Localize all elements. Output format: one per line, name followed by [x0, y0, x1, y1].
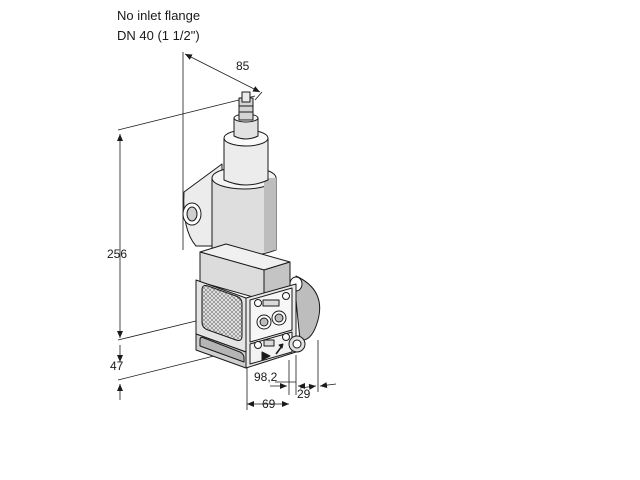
- dim-256: 256: [107, 247, 127, 261]
- dim-69: 69: [262, 397, 276, 411]
- dim-47: 47: [110, 359, 124, 373]
- dimension-lines: [117, 52, 337, 410]
- note-dn-size: DN 40 (1 1/2"): [117, 28, 200, 43]
- dim-29: 29: [297, 387, 311, 401]
- dim-85: 85: [236, 59, 250, 73]
- valve-body: [182, 91, 321, 369]
- note-no-inlet-flange: No inlet flange: [117, 8, 201, 23]
- dim-98-2: 98,2: [254, 370, 278, 384]
